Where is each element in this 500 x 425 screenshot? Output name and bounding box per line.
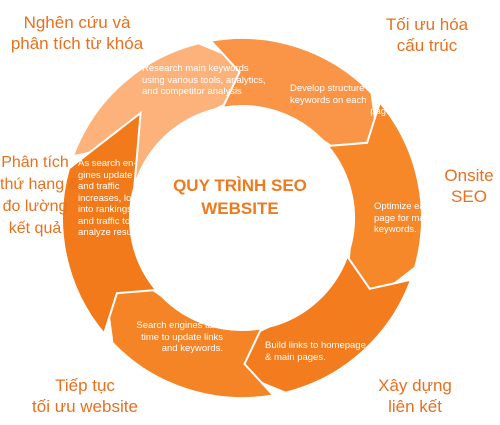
- desc-onsite-seo: Optimize each page for main keywords.: [374, 201, 435, 235]
- desc-keyword-research: Research main keywords using various too…: [142, 63, 266, 97]
- desc-continue-optimization: Search engines take time to update links…: [136, 320, 223, 354]
- label-structure-optimization: Tối ưu hóa cấu trúc: [385, 15, 469, 55]
- label-rank-analysis: Phân tích thứ hạng & đo lường kết quả: [0, 154, 80, 237]
- desc-structure-optimization: Develop structure for keywords on each p…: [290, 83, 394, 117]
- center-title-line-1: QUY TRÌNH SEO: [173, 176, 307, 195]
- desc-link-building: Build links to homepage & main pages.: [265, 340, 366, 363]
- center-title: QUY TRÌNH SEO WEBSITE: [150, 174, 330, 220]
- label-keyword-research: Nghên cứu và phân tích từ khóa: [10, 13, 144, 53]
- label-link-building: Xây dựng liên kết: [378, 376, 452, 416]
- label-onsite-seo: Onsite SEO: [444, 166, 494, 206]
- desc-rank-analysis: As search en- gines update and traffic i…: [78, 158, 145, 238]
- label-continue-optimization: Tiếp tục tối ưu website: [32, 376, 138, 416]
- center-title-line-2: WEBSITE: [201, 199, 279, 218]
- arrow-analysis: [61, 110, 159, 336]
